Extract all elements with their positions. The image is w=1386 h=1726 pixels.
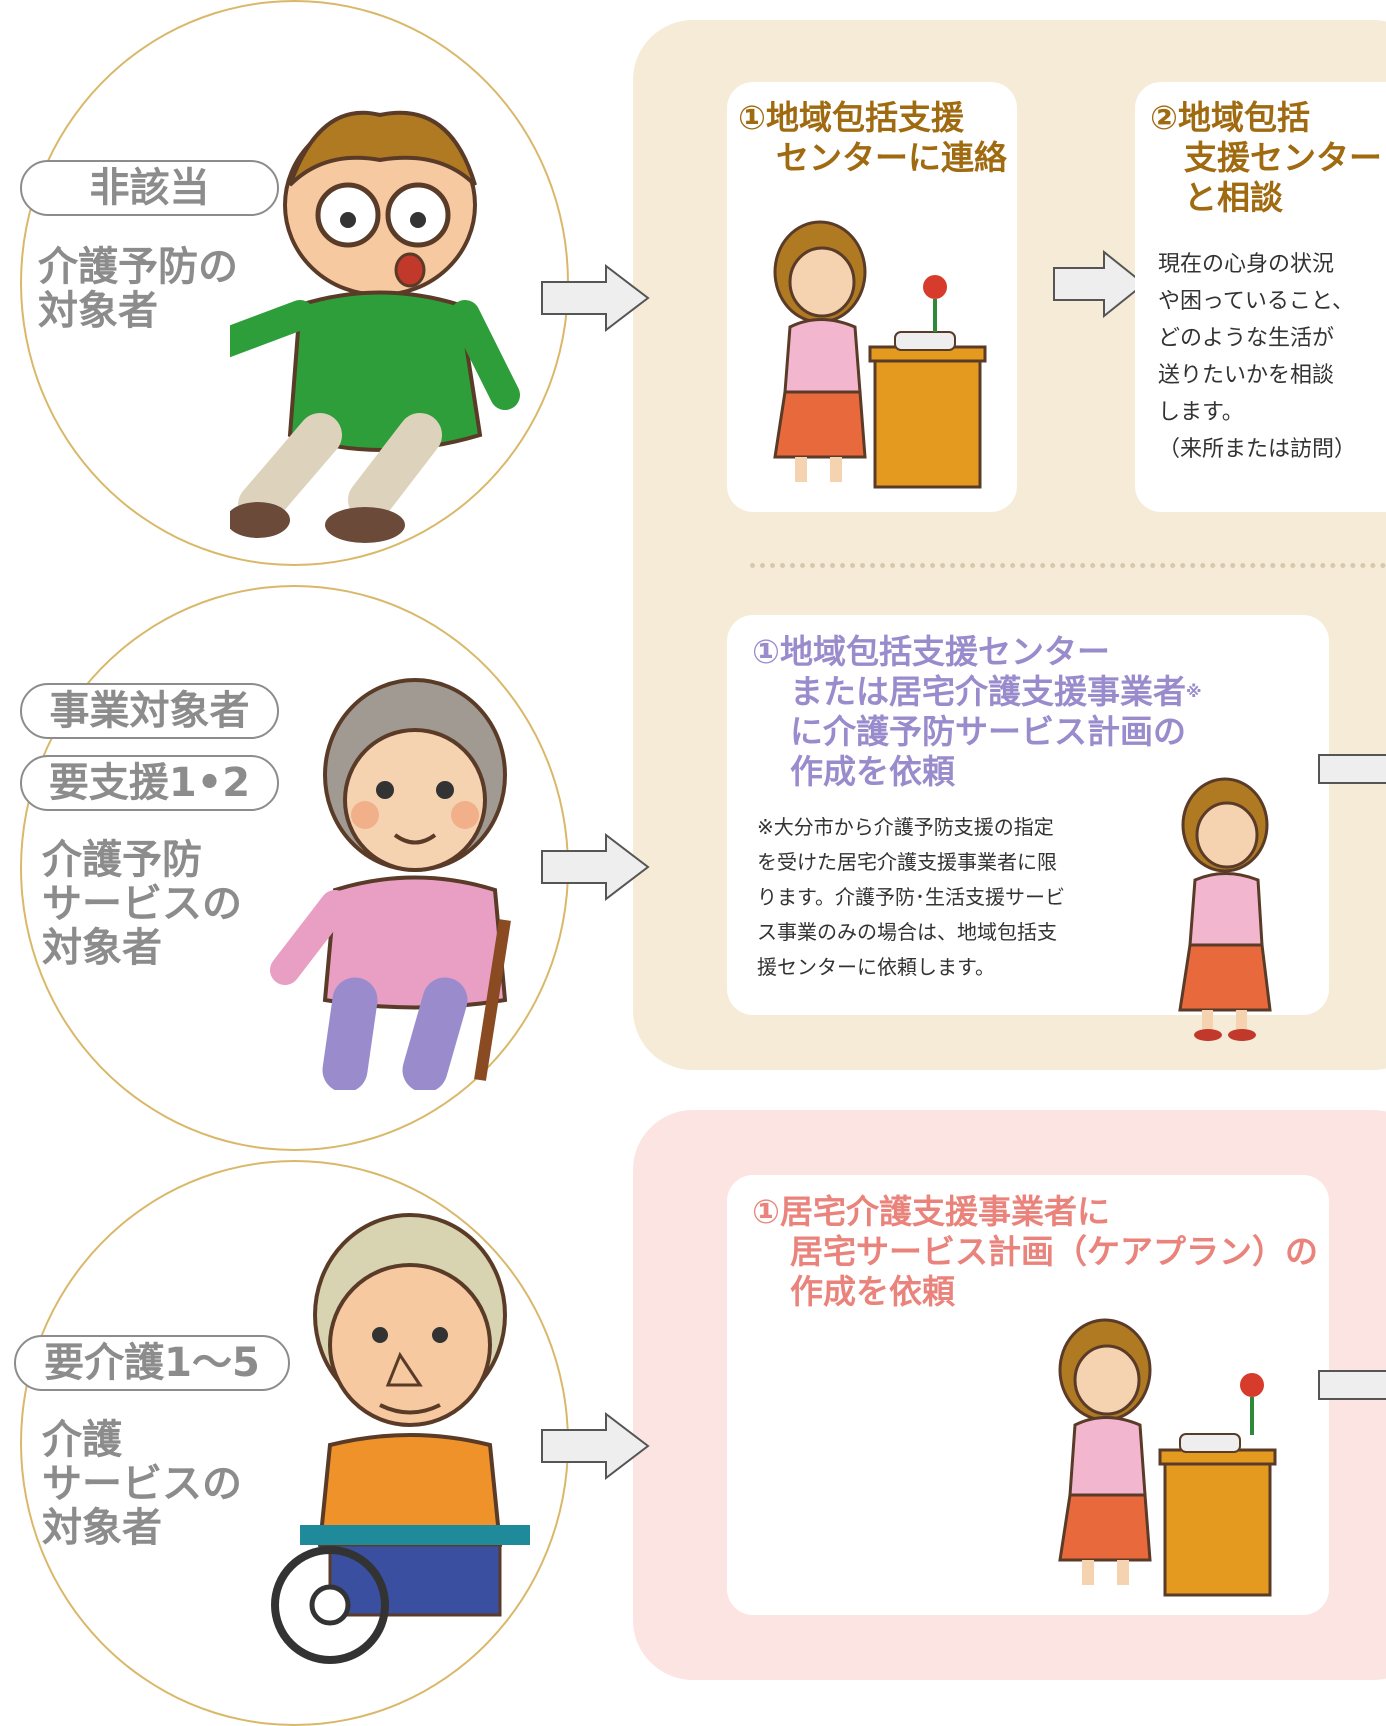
step-consult-card bbox=[1135, 82, 1386, 512]
step-prevention-plan-title: ①地域包括支援センター または居宅介護支援事業者※ に介護予防サービス計画の 作… bbox=[752, 632, 1312, 792]
row2-arrow-icon bbox=[541, 833, 650, 901]
step-prevention-plan-title-line: または居宅介護支援事業者※ bbox=[752, 672, 1312, 712]
row2-subtitle: 介護予防 サービスの 対象者 bbox=[42, 838, 302, 970]
step-prevention-plan-title-line: に介護予防サービス計画の bbox=[790, 712, 1186, 751]
step-consult-body: 現在の心身の状況 や困っていること、 どのような生活が 送りたいかを相談 します… bbox=[1158, 246, 1386, 468]
step-contact-title-line: ①地域包括支援 bbox=[738, 98, 964, 137]
status-badge-support-needed: 要支援1•2 bbox=[20, 755, 279, 811]
step-consult-body-line: どのような生活が bbox=[1158, 326, 1335, 351]
row3-arrow-icon bbox=[541, 1412, 650, 1480]
step-consult-title: ②地域包括 支援センター と相談 bbox=[1150, 98, 1386, 218]
step-consult-body-line: や困っていること、 bbox=[1158, 289, 1355, 314]
row1-arrow-icon bbox=[541, 264, 650, 332]
step-consult-title-line: 支援センター bbox=[1184, 138, 1382, 177]
row1-subtitle-line: 介護予防の bbox=[38, 244, 238, 290]
row3-subtitle-line: 対象者 bbox=[42, 1505, 162, 1551]
status-badge-business-target: 事業対象者 bbox=[20, 683, 279, 739]
step-care-plan-title-line: 作成を依頼 bbox=[790, 1272, 955, 1311]
step-prevention-plan-note-line: ります。介護予防･生活支援サービ bbox=[757, 885, 1065, 909]
step-prevention-plan-title-line: ①地域包括支援センター bbox=[752, 632, 1110, 671]
step-prevention-plan-note-line: ※大分市から介護予防支援の指定 bbox=[757, 815, 1054, 839]
row3-subtitle-line: サービスの bbox=[42, 1461, 242, 1507]
old-woman-with-cane-icon bbox=[270, 678, 511, 1090]
step-prevention-plan-note: ※大分市から介護予防支援の指定 を受けた居宅介護支援事業者に限 ります。介護予防… bbox=[757, 810, 1137, 985]
row1-subtitle: 介護予防の 対象者 bbox=[38, 245, 298, 333]
step-contact-title: ①地域包括支援 センターに連絡 bbox=[738, 98, 1018, 178]
status-badge-care-needed: 要介護1〜5 bbox=[14, 1335, 290, 1391]
old-man-in-wheelchair-icon bbox=[271, 1213, 530, 1664]
row2-subtitle-line: 対象者 bbox=[42, 925, 162, 971]
section-divider bbox=[750, 563, 1386, 568]
row1-subtitle-line: 対象者 bbox=[38, 288, 158, 334]
step-contact-title-line: センターに連絡 bbox=[776, 138, 1007, 177]
step-prevention-plan-title-line: 作成を依頼 bbox=[790, 752, 955, 791]
step-prevention-plan-note-line: 援センターに依頼します。 bbox=[757, 955, 995, 979]
row2-subtitle-line: サービスの bbox=[42, 881, 242, 927]
step-consult-body-line: （来所または訪問） bbox=[1158, 437, 1357, 462]
step-consult-body-line: 現在の心身の状況 bbox=[1158, 252, 1335, 277]
row3-subtitle: 介護 サービスの 対象者 bbox=[42, 1418, 302, 1550]
row3-subtitle-line: 介護 bbox=[42, 1417, 122, 1463]
footnote-mark: ※ bbox=[1186, 682, 1202, 701]
step-consult-body-line: 送りたいかを相談 bbox=[1158, 363, 1335, 388]
continue-arrow-care-icon bbox=[1318, 1370, 1386, 1400]
woman-on-phone-icon bbox=[773, 220, 987, 489]
step-care-plan-title: ①居宅介護支援事業者に 居宅サービス計画（ケアプラン）の 作成を依頼 bbox=[752, 1192, 1322, 1312]
old-man-stumbling-icon bbox=[230, 110, 520, 543]
step-consult-body-line: します。 bbox=[1158, 400, 1244, 425]
step-consult-title-line: ②地域包括 bbox=[1150, 98, 1310, 137]
continue-arrow-prevention-icon bbox=[1318, 754, 1386, 784]
step-prevention-plan-title-text: または居宅介護支援事業者 bbox=[790, 672, 1186, 711]
woman-on-phone-icon bbox=[1178, 777, 1272, 1041]
step-consult-title-line: と相談 bbox=[1184, 178, 1283, 217]
step-care-plan-title-line: ①居宅介護支援事業者に bbox=[752, 1192, 1110, 1231]
status-badge-not-applicable: 非該当 bbox=[20, 160, 279, 216]
step-arrow-icon bbox=[1053, 250, 1146, 318]
step-prevention-plan-note-line: ス事業のみの場合は、地域包括支 bbox=[757, 920, 1057, 944]
row2-subtitle-line: 介護予防 bbox=[42, 837, 202, 883]
step-prevention-plan-note-line: を受けた居宅介護支援事業者に限 bbox=[757, 850, 1057, 874]
step-care-plan-title-line: 居宅サービス計画（ケアプラン）の bbox=[790, 1232, 1318, 1271]
woman-on-phone-icon bbox=[1058, 1318, 1277, 1597]
